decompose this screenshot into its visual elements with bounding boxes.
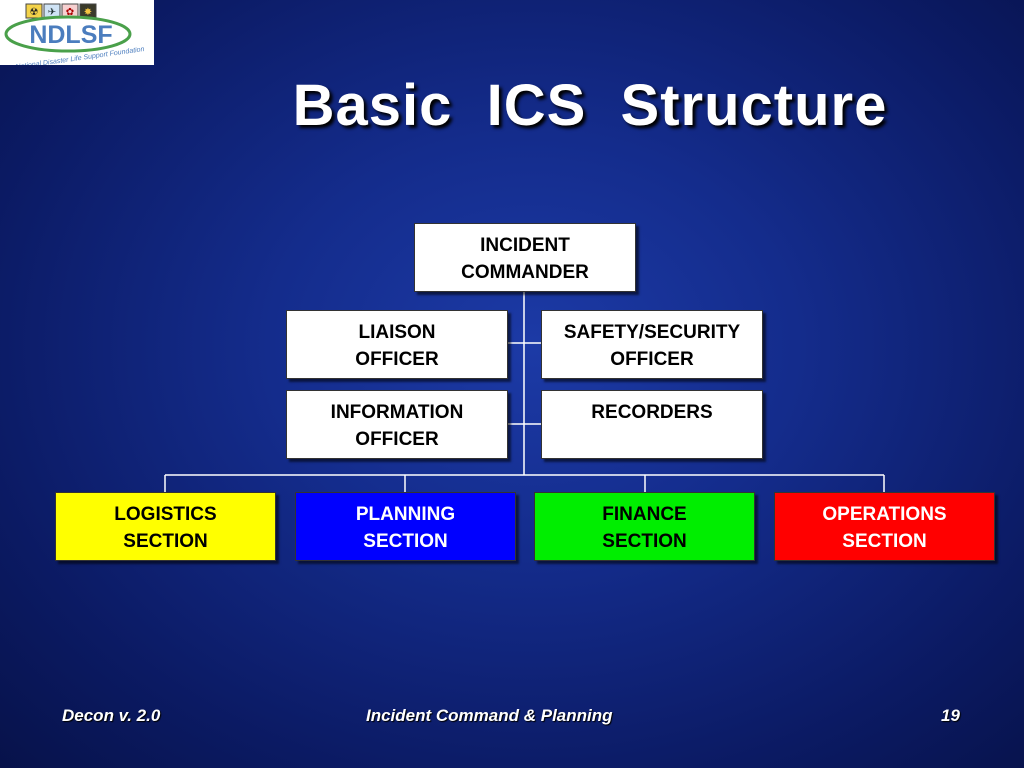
- operations-section-line2: SECTION: [842, 531, 927, 552]
- svg-text:✈: ✈: [48, 7, 56, 18]
- liaison-officer-line2: OFFICER: [355, 349, 439, 370]
- logistics-section-line2: SECTION: [123, 531, 208, 552]
- svg-text:☢: ☢: [30, 7, 39, 18]
- footer-course-title: Incident Command & Planning: [366, 706, 613, 725]
- planning-section-line2: SECTION: [363, 531, 448, 552]
- logistics-section-line1: LOGISTICS: [114, 504, 217, 525]
- safety-security-officer-line1: SAFETY/SECURITY: [563, 322, 741, 343]
- liaison-officer-line1: LIAISON: [358, 322, 436, 343]
- logo-text: NDLSF: [29, 21, 112, 49]
- logistics-section-box: LOGISTICS SECTION: [55, 492, 276, 561]
- svg-text:✿: ✿: [66, 7, 74, 18]
- ndlsf-logo: ☢ ✈ ✿ ✸ NDLSF National Disaster Life Sup…: [0, 0, 154, 71]
- planning-section-box: PLANNING SECTION: [295, 492, 516, 561]
- footer-page-number: 19: [941, 706, 960, 725]
- finance-section-box: FINANCE SECTION: [534, 492, 755, 561]
- incident-commander-line1: INCIDENT: [480, 235, 570, 256]
- incident-commander-line2: COMMANDER: [461, 262, 589, 283]
- finance-section-line2: SECTION: [602, 531, 687, 552]
- operations-section-box: OPERATIONS SECTION: [774, 492, 995, 561]
- planning-section-line1: PLANNING: [355, 504, 456, 525]
- footer-version: Decon v. 2.0: [62, 706, 161, 725]
- finance-section-line1: FINANCE: [602, 504, 687, 525]
- liaison-officer-box: LIAISON OFFICER: [286, 310, 508, 379]
- safety-security-officer-box: SAFETY/SECURITY OFFICER: [541, 310, 763, 379]
- recorders-box: RECORDERS: [541, 390, 763, 459]
- information-officer-line1: INFORMATION: [330, 402, 464, 423]
- svg-text:✸: ✸: [84, 7, 92, 18]
- information-officer-line2: OFFICER: [355, 429, 439, 450]
- information-officer-box: INFORMATION OFFICER: [286, 390, 508, 459]
- safety-security-officer-line2: OFFICER: [610, 349, 694, 370]
- operations-section-line1: OPERATIONS: [822, 504, 947, 525]
- incident-commander-box: INCIDENT COMMANDER: [414, 223, 636, 292]
- slide-title: Basic ICS Structure: [292, 73, 888, 138]
- recorders-label: RECORDERS: [591, 402, 713, 423]
